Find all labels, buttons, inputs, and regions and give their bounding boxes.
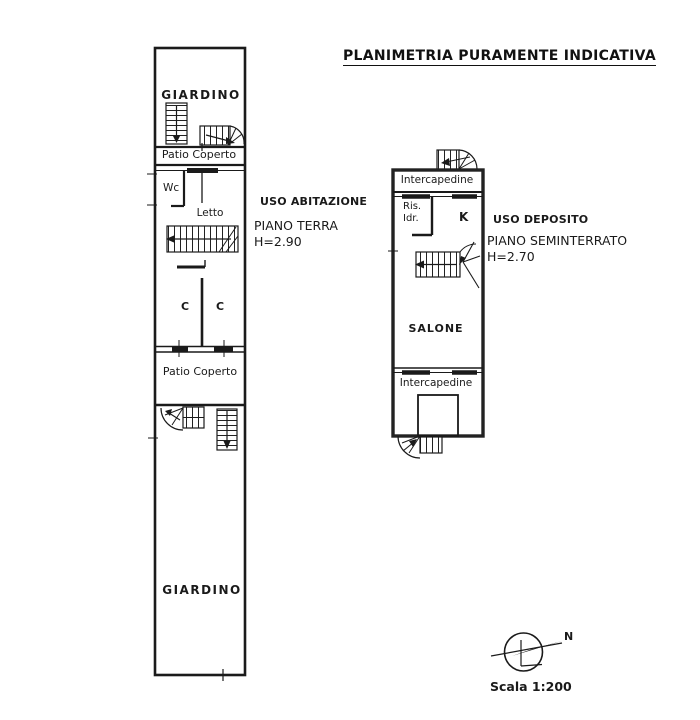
- garden-top-winder-stair: [199, 125, 245, 146]
- ground-floor-height: H=2.90: [254, 234, 302, 249]
- use-storage-label: USO DEPOSITO: [493, 213, 589, 226]
- garden-top-label: GIARDINO: [161, 88, 241, 102]
- compass-needle: [512, 641, 562, 656]
- use-residential-label: USO ABITAZIONE: [260, 195, 368, 208]
- garden-bottom-straight-stair: [216, 408, 238, 451]
- closet-right-label: C: [215, 300, 225, 313]
- wc-label: Wc: [163, 182, 180, 194]
- garden-bottom-winder-stair: [148, 406, 205, 439]
- patio-top-label: Patio Coperto: [161, 148, 237, 161]
- patio-bottom-top-wall: [155, 340, 245, 357]
- partition-stub-wall: [177, 260, 206, 269]
- basement-top-stair: [436, 149, 478, 171]
- ground-floor-outline: [147, 46, 247, 681]
- living-room-label: SALONE: [408, 322, 464, 335]
- page-title: PLANIMETRIA PURAMENTE INDICATIVA: [343, 48, 656, 67]
- kitchen-label: K: [459, 210, 469, 224]
- basement-internal-stair: [415, 241, 481, 289]
- ground-floor-label: PIANO TERRA: [254, 218, 338, 233]
- cavity-bottom-walls: [393, 367, 483, 437]
- basement-floor-height: H=2.70: [487, 249, 535, 264]
- internal-stair: [166, 225, 239, 253]
- basement-bottom-stair: [397, 435, 443, 459]
- water-riser-partition: [388, 197, 434, 252]
- water-riser-label-line1: Ris.: [403, 201, 422, 212]
- basement-floor-label: PIANO SEMINTERRATO: [487, 233, 628, 248]
- garden-bottom-label: GIARDINO: [162, 583, 242, 597]
- patio-top-walls: [155, 143, 245, 203]
- closet-left-label: C: [180, 300, 190, 313]
- cavity-top-label: Intercapedine: [400, 174, 474, 186]
- cavity-top-walls: [393, 191, 483, 199]
- compass: [490, 632, 563, 672]
- cavity-bottom-label: Intercapedine: [399, 377, 473, 389]
- scale-label: Scala 1:200: [490, 679, 572, 694]
- wc-partition-walls: [147, 170, 186, 208]
- north-label: N: [564, 630, 574, 643]
- water-riser-label-line2: Idr.: [403, 213, 419, 224]
- bedroom-label: Letto: [196, 207, 224, 219]
- patio-bottom-label: Patio Coperto: [162, 365, 238, 378]
- garden-top-straight-stair: [165, 102, 188, 145]
- basement-outline: [388, 149, 485, 459]
